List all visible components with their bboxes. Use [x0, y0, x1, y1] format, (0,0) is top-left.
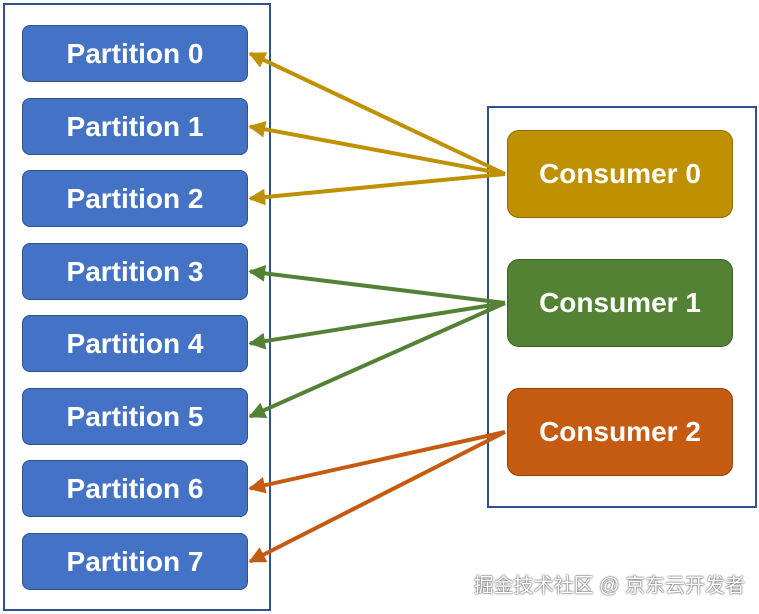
partition-group — [3, 3, 271, 611]
arrow-consumer-0-to-partition-1 — [248, 121, 506, 176]
arrow-consumer-0-to-partition-2 — [248, 172, 506, 206]
partition-3-box: Partition 3 — [22, 243, 248, 300]
arrow-consumer-1-to-partition-5 — [248, 301, 506, 419]
arrow-consumer-2-to-partition-6 — [248, 430, 506, 494]
watermark: 掘金技术社区 @ 京东云开发者 — [473, 575, 745, 597]
arrow-consumer-1-to-partition-3 — [248, 265, 506, 305]
partition-5-box: Partition 5 — [22, 388, 248, 445]
arrow-consumer-2-to-partition-7 — [248, 430, 506, 564]
partition-2-box: Partition 2 — [22, 170, 248, 227]
partition-4-box: Partition 4 — [22, 315, 248, 372]
arrow-consumer-0-to-partition-0 — [248, 51, 506, 176]
consumer-1-box: Consumer 1 — [507, 259, 733, 347]
consumer-2-box: Consumer 2 — [507, 388, 733, 476]
consumer-0-box: Consumer 0 — [507, 130, 733, 218]
partition-7-box: Partition 7 — [22, 533, 248, 590]
partition-1-box: Partition 1 — [22, 98, 248, 155]
arrow-consumer-1-to-partition-4 — [248, 301, 506, 350]
partition-0-box: Partition 0 — [22, 25, 248, 82]
partition-6-box: Partition 6 — [22, 460, 248, 517]
